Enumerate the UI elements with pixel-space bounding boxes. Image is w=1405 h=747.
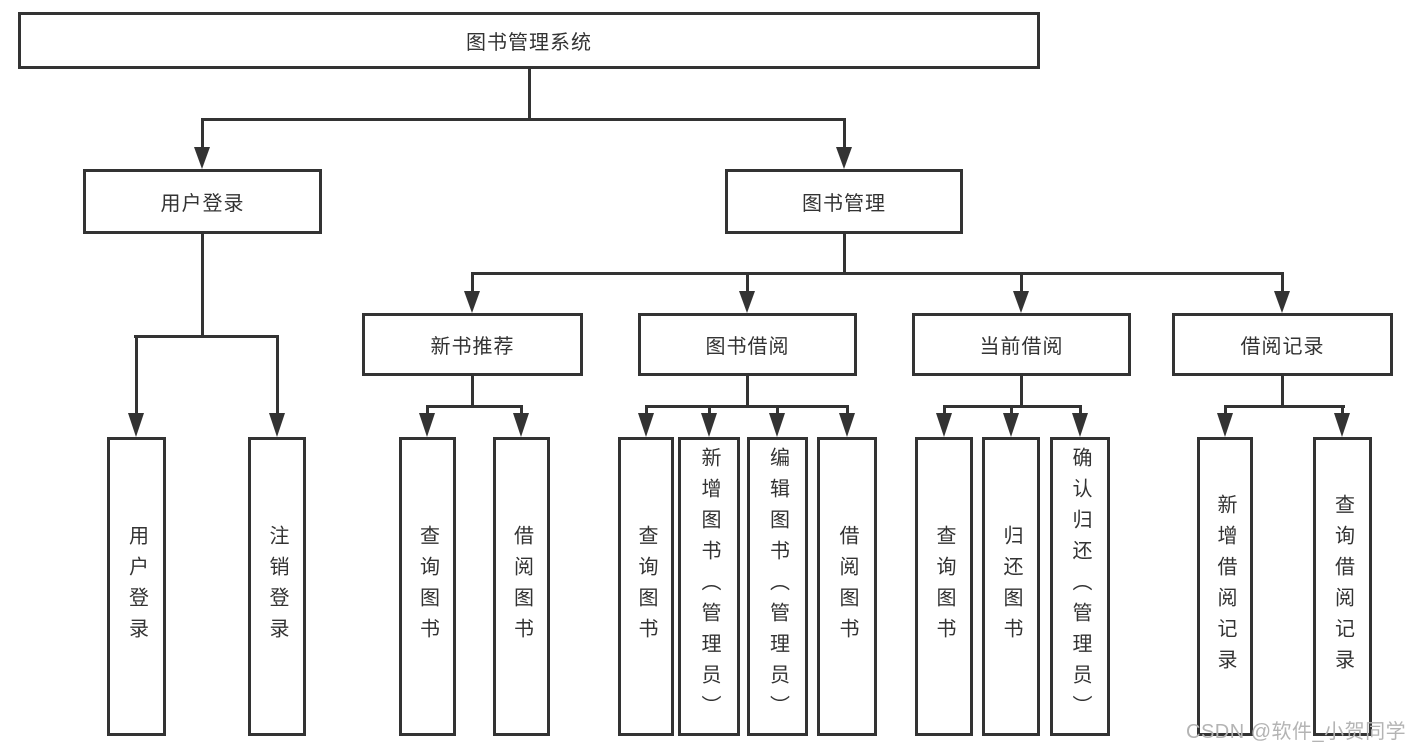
arrow-down-icon [128, 413, 144, 437]
arrow-down-icon [936, 413, 952, 437]
arrow-down-icon [638, 413, 654, 437]
leaf-return-books: 归还图书 [982, 437, 1040, 736]
connector-line [520, 405, 523, 415]
arrow-down-icon [1274, 291, 1290, 313]
leaf-user-login: 用户登录 [107, 437, 166, 736]
connector-line [426, 405, 429, 415]
node-book-borrow: 图书借阅 [638, 313, 857, 376]
connector-line [201, 234, 204, 336]
connector-line [1281, 376, 1284, 407]
connector-line [1079, 405, 1082, 415]
connector-line [471, 272, 1283, 275]
connector-line [1341, 405, 1344, 415]
connector-line [846, 405, 849, 415]
connector-line [1020, 272, 1023, 292]
leaf-label: 查询图书 [416, 524, 439, 649]
connector-line [1010, 405, 1013, 415]
leaf-query-books-recommend: 查询图书 [399, 437, 456, 736]
arrow-down-icon [836, 147, 852, 169]
node-book-management: 图书管理 [725, 169, 963, 234]
leaf-logout-login: 注销登录 [248, 437, 306, 736]
connector-line [134, 335, 279, 338]
arrow-down-icon [769, 413, 785, 437]
leaf-label: 查询图书 [635, 524, 657, 649]
arrow-down-icon [1334, 413, 1350, 437]
leaf-label: 借阅图书 [510, 524, 533, 649]
connector-line [426, 405, 523, 408]
node-current-borrow: 当前借阅 [912, 313, 1131, 376]
connector-line [135, 335, 138, 413]
arrow-down-icon [269, 413, 285, 437]
connector-line [1224, 405, 1345, 408]
connector-line [645, 405, 648, 415]
leaf-label: 确认归还（管理员） [1069, 447, 1091, 726]
connector-line [528, 69, 531, 120]
node-borrow-records: 借阅记录 [1172, 313, 1393, 376]
connector-line [943, 405, 946, 415]
leaf-borrow-books: 借阅图书 [817, 437, 877, 736]
connector-line [746, 272, 749, 292]
connector-line [776, 405, 779, 415]
leaf-add-borrow-record: 新增借阅记录 [1197, 437, 1253, 736]
arrow-down-icon [464, 291, 480, 313]
connector-line [1020, 376, 1023, 407]
connector-line [843, 234, 846, 275]
arrow-down-icon [701, 413, 717, 437]
connector-line [471, 376, 474, 407]
node-library-system: 图书管理系统 [18, 12, 1040, 69]
arrow-down-icon [1072, 413, 1088, 437]
arrow-down-icon [419, 413, 435, 437]
leaf-label: 注销登录 [266, 524, 288, 649]
leaf-confirm-return-admin: 确认归还（管理员） [1050, 437, 1110, 736]
leaf-label: 用户登录 [125, 524, 148, 649]
leaf-label: 编辑图书（管理员） [766, 447, 789, 726]
leaf-label: 归还图书 [1000, 524, 1022, 649]
arrow-down-icon [1217, 413, 1233, 437]
node-new-book-recommend: 新书推荐 [362, 313, 583, 376]
arrow-down-icon [194, 147, 210, 169]
connector-line [843, 118, 846, 148]
connector-line [708, 405, 711, 415]
leaf-borrow-books-recommend: 借阅图书 [493, 437, 550, 736]
leaf-label: 查询图书 [933, 524, 955, 649]
leaf-label: 查询借阅记录 [1331, 493, 1354, 680]
leaf-add-books-admin: 新增图书（管理员） [678, 437, 740, 736]
leaf-query-books-borrow: 查询图书 [618, 437, 674, 736]
connector-line [746, 376, 749, 407]
node-user-login: 用户登录 [83, 169, 322, 234]
connector-line [1224, 405, 1227, 415]
arrow-down-icon [1013, 291, 1029, 313]
leaf-label: 新增借阅记录 [1214, 493, 1236, 680]
connector-line [201, 118, 846, 121]
leaf-edit-books-admin: 编辑图书（管理员） [747, 437, 808, 736]
leaf-query-books-current: 查询图书 [915, 437, 973, 736]
connector-line [276, 335, 279, 413]
leaf-label: 借阅图书 [836, 524, 858, 649]
arrow-down-icon [739, 291, 755, 313]
watermark: CSDN @软件_小贺同学 [1186, 721, 1405, 743]
arrow-down-icon [1003, 413, 1019, 437]
leaf-query-borrow-record: 查询借阅记录 [1313, 437, 1372, 736]
leaf-label: 新增图书（管理员） [698, 447, 720, 726]
arrow-down-icon [513, 413, 529, 437]
arrow-down-icon [839, 413, 855, 437]
connector-line [201, 118, 204, 148]
connector-line [471, 272, 474, 292]
connector-line [1281, 272, 1284, 292]
connector-line [645, 405, 848, 408]
